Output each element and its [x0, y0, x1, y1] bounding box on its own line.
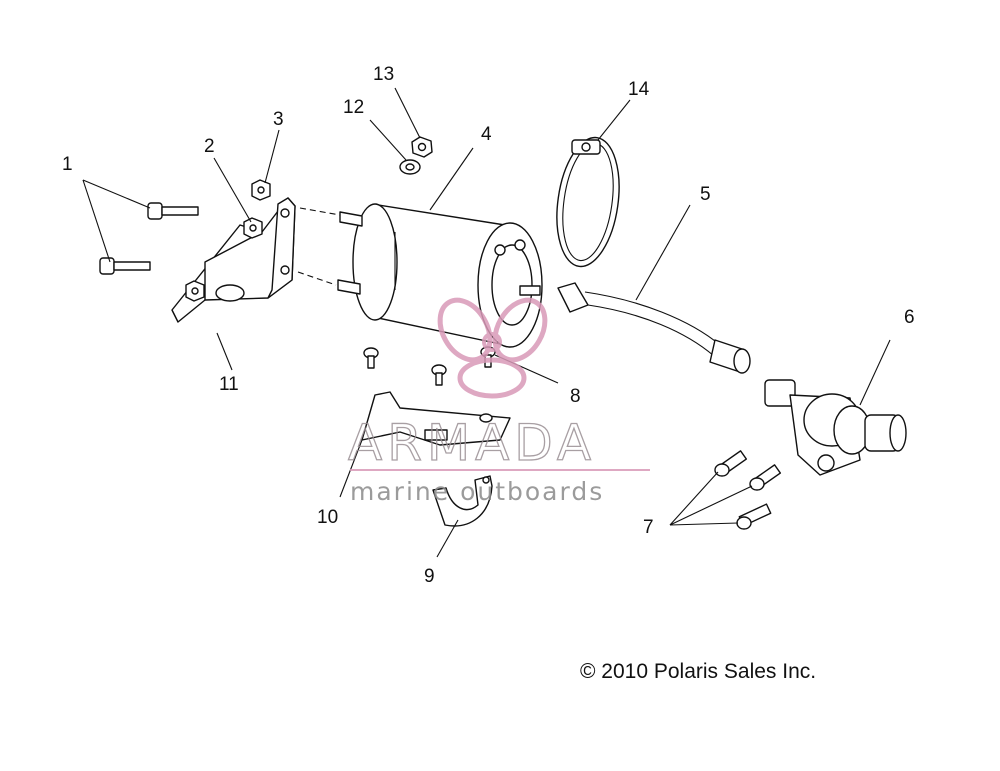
watermark: ARMADA marine outboards [347, 297, 650, 506]
nut-bracket-lower [185, 217, 263, 302]
bolt-lower [99, 257, 151, 275]
leader-lines [82, 87, 891, 558]
callout-7: 7 [643, 517, 654, 538]
hose-clamp [556, 136, 620, 268]
callout-11: 11 [219, 374, 239, 395]
callout-13: 13 [373, 64, 394, 85]
watermark-subtitle: marine outboards [350, 477, 604, 506]
screw-2 [749, 464, 782, 491]
washer [399, 159, 421, 175]
small-screws [363, 346, 496, 386]
screw-3 [736, 503, 772, 530]
watermark-title: ARMADA [348, 414, 596, 472]
callout-6: 6 [904, 307, 915, 328]
nut-bracket-upper [251, 179, 271, 201]
drive-shaft [557, 282, 751, 374]
callout-10: 10 [317, 507, 338, 528]
strap-clamp [432, 475, 493, 527]
propeller-logo-icon [437, 297, 548, 399]
callout-3: 3 [273, 109, 284, 130]
callout-4: 4 [481, 124, 492, 145]
callout-8: 8 [570, 386, 581, 407]
callout-2: 2 [204, 136, 215, 157]
starter-drive-assembly [764, 379, 907, 476]
callout-1: 1 [62, 154, 73, 175]
hex-nut [411, 136, 433, 158]
lower-bracket [361, 391, 511, 446]
copyright-notice: © 2010 Polaris Sales Inc. [580, 660, 816, 683]
callout-12: 12 [343, 97, 364, 118]
mounting-bracket [171, 197, 296, 323]
starter-motor [337, 203, 543, 348]
bolt-upper [147, 202, 199, 220]
callout-14: 14 [628, 79, 650, 100]
callout-9: 9 [424, 566, 435, 587]
callout-5: 5 [700, 184, 711, 205]
screw-1 [714, 450, 748, 477]
